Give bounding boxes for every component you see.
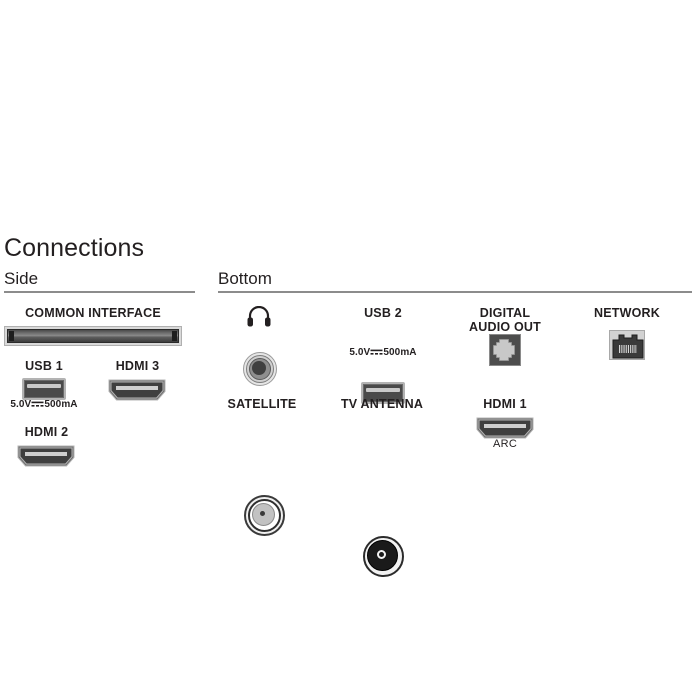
port-sublabel-usb1: 5.0V 500mA — [4, 399, 84, 410]
port-label-common-interface: COMMON INTERFACE — [25, 306, 161, 320]
usb-port-icon-usb1[interactable] — [22, 378, 66, 400]
port-label-usb2: USB 2 — [364, 306, 402, 320]
port-label-network: NETWORK — [594, 306, 660, 320]
port-label-tv-antenna: TV ANTENNA — [340, 397, 424, 411]
satellite-center-pin — [260, 511, 265, 516]
hdmi-port-icon-hdmi3[interactable] — [107, 378, 167, 402]
port-label-hdmi1: HDMI 1 — [483, 397, 527, 411]
usb2-voltage: 5.0V — [349, 347, 371, 358]
common-interface-slot-icon[interactable] — [4, 326, 182, 346]
section-divider-bottom — [218, 291, 692, 293]
port-label-satellite: SATELLITE — [227, 397, 297, 411]
hdmi-port-icon-hdmi1[interactable] — [475, 416, 535, 440]
port-label-hdmi3: HDMI 3 — [115, 359, 160, 373]
coaxial-antenna-connector-icon[interactable] — [363, 536, 404, 577]
hdmi-port-icon-hdmi2[interactable] — [16, 444, 76, 468]
port-label-digital-audio-out-line1: DIGITAL — [479, 306, 531, 320]
usb1-current: 500mA — [44, 399, 78, 410]
usb1-voltage: 5.0V — [10, 399, 32, 410]
section-divider-side — [4, 291, 195, 293]
headphone-jack-core — [252, 361, 266, 375]
dc-power-symbol-icon — [370, 349, 383, 355]
satellite-f-connector-icon[interactable] — [244, 495, 285, 536]
dc-power-symbol-icon — [31, 401, 44, 407]
section-heading-bottom: Bottom — [218, 269, 272, 288]
antenna-center-socket — [377, 550, 386, 559]
headphone-icon — [246, 306, 272, 328]
port-label-hdmi2: HDMI 2 — [24, 425, 69, 439]
port-sublabel-hdmi1-arc: ARC — [492, 438, 518, 450]
rj45-network-port-icon[interactable] — [609, 330, 645, 360]
port-label-usb1: USB 1 — [25, 359, 63, 373]
common-interface-slot-opening — [7, 329, 179, 343]
port-sublabel-usb2: 5.0V 500mA — [338, 347, 428, 358]
section-heading-side: Side — [4, 269, 39, 288]
headphone-jack-icon[interactable] — [243, 352, 277, 386]
page-title: Connections — [4, 234, 145, 262]
usb-port-icon-usb2[interactable] — [361, 382, 405, 404]
port-label-digital-audio-out-line2: AUDIO OUT — [469, 320, 541, 334]
usb2-current: 500mA — [383, 347, 417, 358]
optical-toslink-port-icon[interactable] — [489, 334, 521, 366]
